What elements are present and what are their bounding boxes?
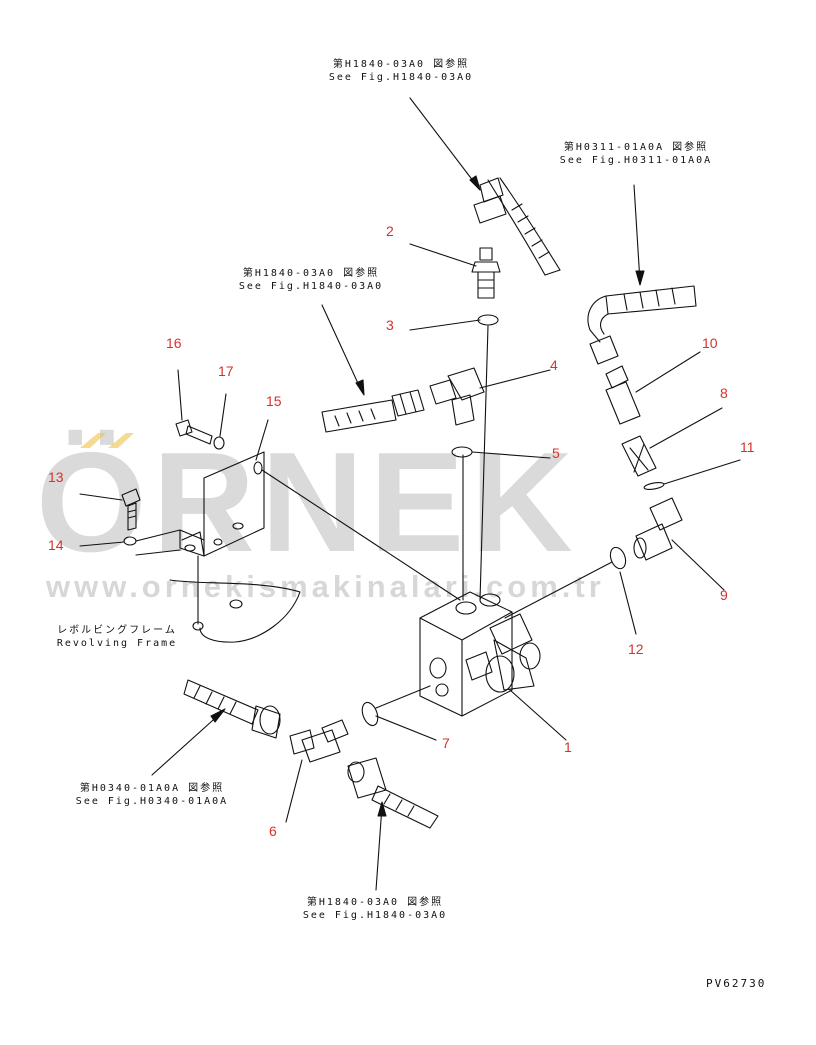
ref-right-jp: 第H0311-01A0A 図参照 bbox=[563, 142, 709, 153]
watermark-accent-left bbox=[80, 433, 106, 448]
ref-top: 第H1840-03A0 図参照 See Fig.H1840-03A0 bbox=[316, 58, 486, 84]
callout-4: 4 bbox=[550, 357, 558, 373]
ref-lower: 第H0340-01A0A 図参照 See Fig.H0340-01A0A bbox=[64, 782, 240, 808]
drawing-code: PV62730 bbox=[706, 977, 767, 990]
callout-16: 16 bbox=[166, 335, 182, 351]
left-ref-arrowhead bbox=[355, 379, 365, 396]
ref-right-en: See Fig.H0311-01A0A bbox=[559, 155, 713, 166]
filter-8 bbox=[621, 435, 657, 477]
valve-block-1 bbox=[419, 591, 541, 717]
elbow-fitting-6 bbox=[289, 719, 349, 763]
ref-left: 第H1840-03A0 図参照 See Fig.H1840-03A0 bbox=[226, 267, 396, 293]
callout-1: 1 bbox=[564, 739, 572, 755]
bolt-16 bbox=[175, 419, 213, 445]
callout-10: 10 bbox=[702, 335, 718, 351]
callout-leaders bbox=[79, 243, 741, 823]
callout-11: 11 bbox=[740, 439, 755, 455]
ref-top-en: See Fig.H1840-03A0 bbox=[328, 72, 474, 83]
ref-right: 第H0311-01A0A 図参照 See Fig.H0311-01A0A bbox=[548, 141, 724, 167]
top-ref-arrowhead bbox=[469, 175, 481, 191]
frame-label-en: Revolving Frame bbox=[56, 638, 178, 649]
ref-lower-en: See Fig.H0340-01A0A bbox=[75, 796, 229, 807]
callout-12: 12 bbox=[628, 641, 644, 657]
frame-label: レボルビングフレーム Revolving Frame bbox=[44, 624, 190, 650]
right-ref-arrowhead bbox=[635, 270, 645, 286]
callout-3: 3 bbox=[386, 317, 394, 333]
callout-14: 14 bbox=[48, 537, 64, 553]
left-hose-assembly bbox=[321, 389, 425, 433]
callout-6: 6 bbox=[269, 823, 277, 839]
bottom-ref-leader bbox=[375, 805, 383, 891]
washer-14 bbox=[123, 536, 137, 546]
bolt-13 bbox=[121, 488, 141, 531]
callout-8: 8 bbox=[720, 385, 728, 401]
top-hose-assembly bbox=[473, 177, 561, 276]
bottom-hose-assembly bbox=[347, 757, 439, 829]
o-ring-12 bbox=[609, 546, 627, 570]
revolving-frame-outline bbox=[169, 579, 301, 643]
callout-13: 13 bbox=[48, 469, 64, 485]
watermark-url: www.ornekismakinalari.com.tr bbox=[46, 569, 605, 604]
callout-2: 2 bbox=[386, 223, 394, 239]
washer-17 bbox=[213, 436, 225, 450]
lower-ref-arrowhead bbox=[210, 708, 226, 723]
top-ref-leader bbox=[409, 97, 481, 191]
right-ref-leader bbox=[633, 184, 641, 283]
o-ring-7 bbox=[361, 701, 379, 727]
callout-17: 17 bbox=[218, 363, 234, 379]
ref-left-en: See Fig.H1840-03A0 bbox=[238, 281, 384, 292]
ref-bottom-jp: 第H1840-03A0 図参照 bbox=[306, 897, 444, 908]
alignment-line-7 bbox=[375, 685, 431, 709]
elbow-fitting-4 bbox=[429, 367, 485, 426]
frame-label-jp: レボルビングフレーム bbox=[57, 625, 177, 636]
right-hose-assembly bbox=[587, 285, 697, 365]
callout-5: 5 bbox=[552, 445, 560, 461]
left-ref-leader bbox=[321, 304, 363, 393]
bracket-to-block-line bbox=[261, 469, 461, 601]
fitting-10 bbox=[605, 365, 641, 425]
callout-9: 9 bbox=[720, 587, 728, 603]
lower-ref-leader bbox=[151, 711, 223, 776]
bracket-15 bbox=[179, 451, 265, 557]
ref-lower-jp: 第H0340-01A0A 図参照 bbox=[79, 783, 225, 794]
fitting-9 bbox=[633, 497, 683, 561]
ref-bottom-en: See Fig.H1840-03A0 bbox=[302, 910, 448, 921]
bottom-ref-arrowhead bbox=[377, 801, 387, 817]
ref-left-jp: 第H1840-03A0 図参照 bbox=[242, 268, 380, 279]
fitting-2 bbox=[471, 247, 501, 299]
alignment-line-vertical bbox=[479, 325, 489, 601]
ref-top-jp: 第H1840-03A0 図参照 bbox=[332, 59, 470, 70]
callout-15: 15 bbox=[266, 393, 282, 409]
o-ring-3 bbox=[477, 314, 499, 326]
callout-7: 7 bbox=[442, 735, 450, 751]
o-ring-5 bbox=[451, 446, 473, 458]
lower-hose-assembly bbox=[183, 679, 281, 739]
o-ring-11 bbox=[643, 482, 665, 490]
watermark-accent-right bbox=[108, 433, 134, 448]
ref-bottom: 第H1840-03A0 図参照 See Fig.H1840-03A0 bbox=[290, 896, 460, 922]
